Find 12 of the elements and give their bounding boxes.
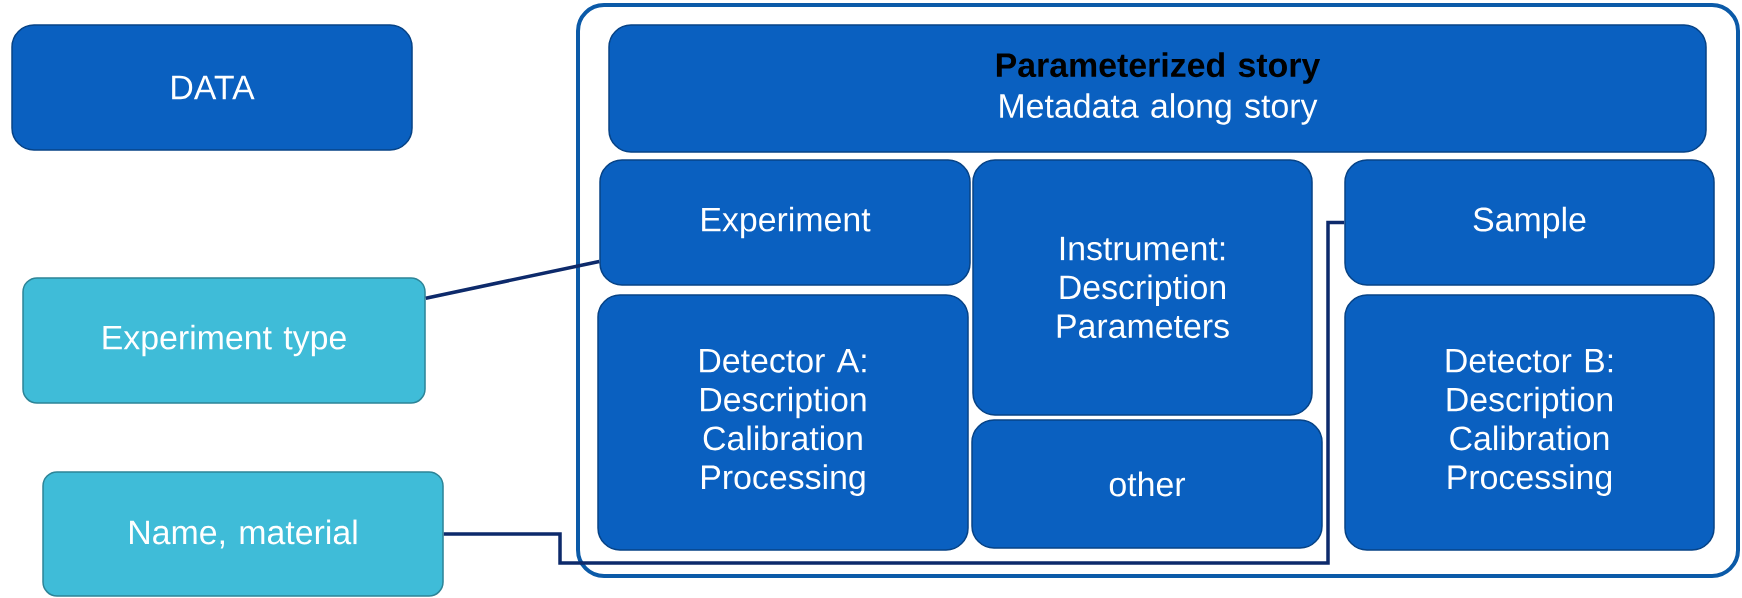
rounded-box: Detector B: Description Calibration Processing (1344, 294, 1715, 551)
rounded-box: Experiment (599, 159, 971, 286)
connector-line (443, 220, 1345, 565)
connector-line (425, 259, 600, 300)
rounded-box: Parameterized story Metadata along story (608, 24, 1707, 153)
rounded-box: Name, material (42, 471, 444, 597)
rounded-box: Instrument: Description Parameters (972, 159, 1313, 416)
rounded-box: Sample (1344, 159, 1715, 286)
rounded-box: Detector A: Description Calibration Processing (597, 294, 969, 551)
rounded-box: Experiment type (22, 277, 426, 404)
rounded-box: other (971, 419, 1323, 549)
rounded-box: DATA (11, 24, 413, 151)
